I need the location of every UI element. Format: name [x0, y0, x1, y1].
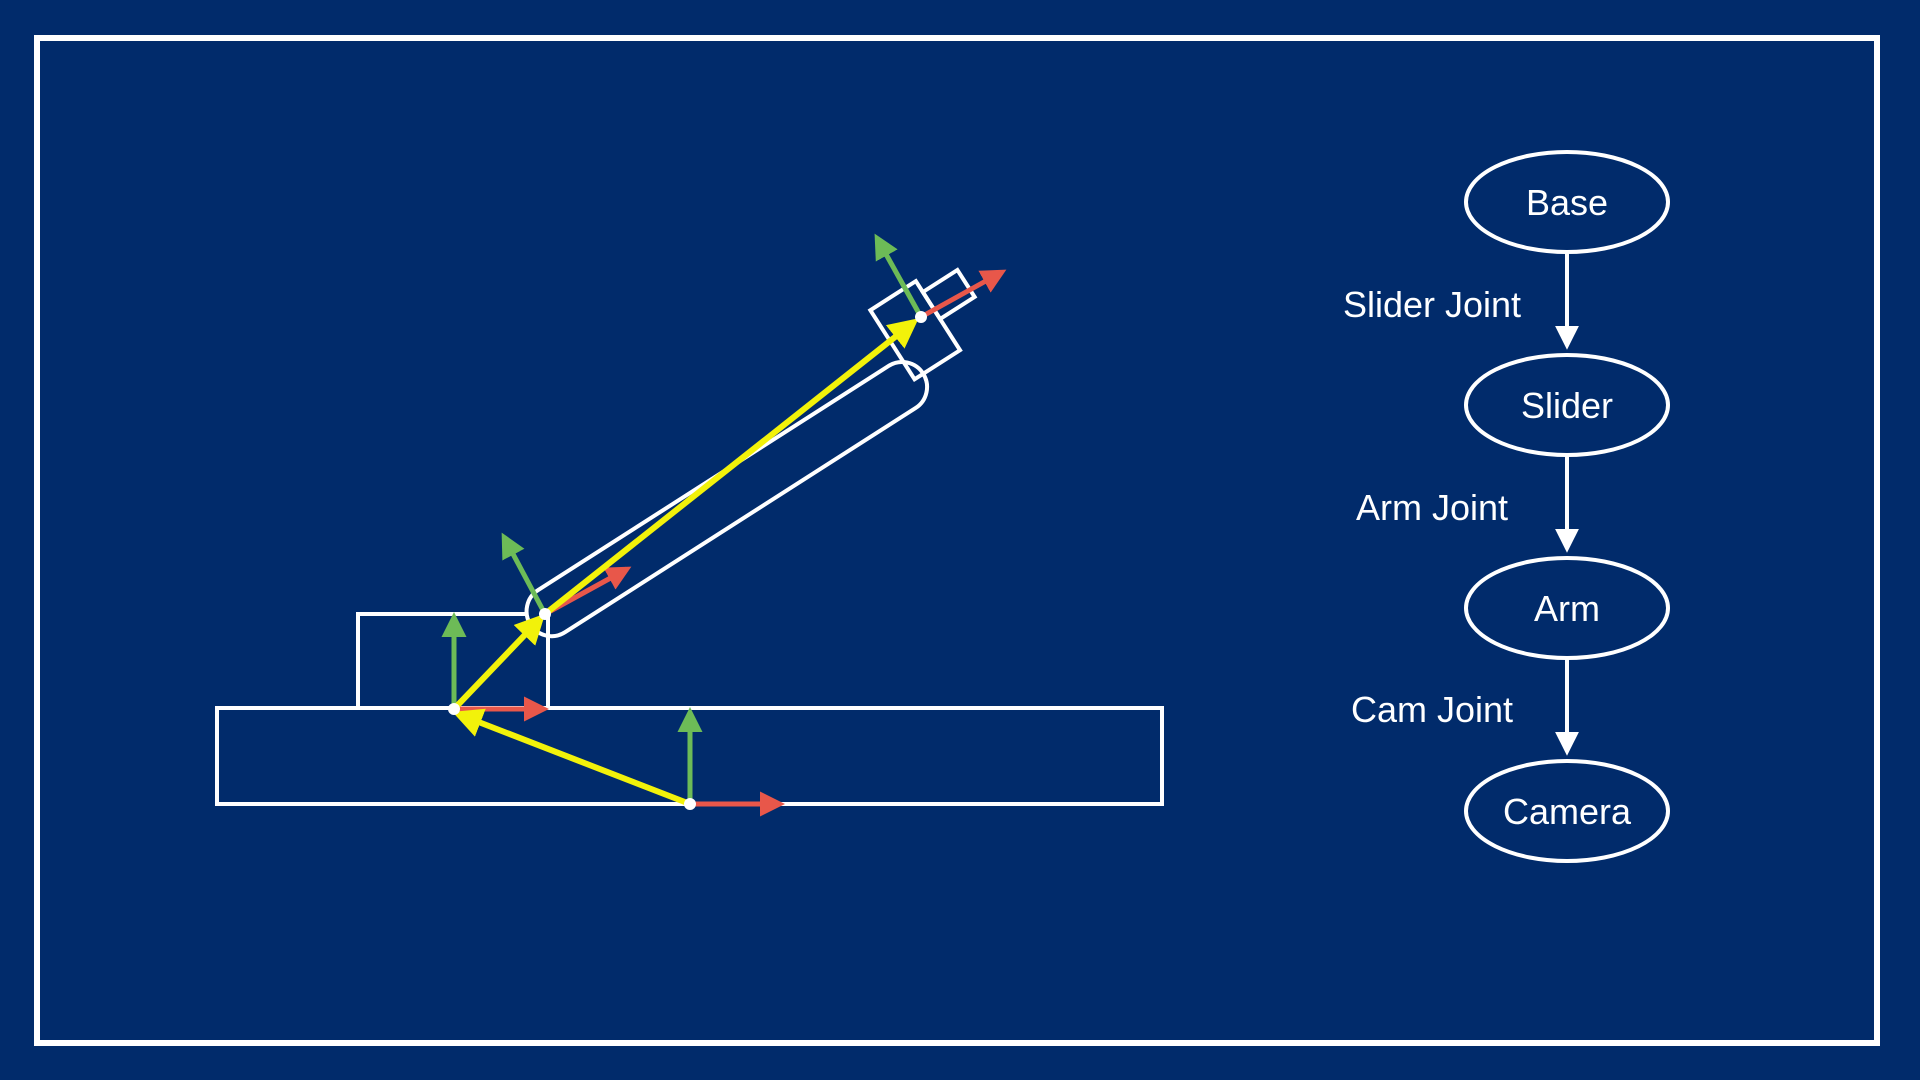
transform-slider-to-arm — [451, 613, 546, 712]
camera-frame-y-axis — [874, 233, 924, 319]
camera-frame-origin — [915, 311, 927, 323]
edge-label-cam-joint: Cam Joint — [1351, 689, 1513, 730]
transform-arm-to-camera — [543, 318, 919, 617]
edge-label-arm-joint: Arm Joint — [1356, 487, 1508, 528]
slider-body — [356, 612, 550, 708]
node-label-slider: Slider — [1521, 385, 1613, 426]
edge-label-slider-joint: Slider Joint — [1343, 284, 1521, 325]
camera-lens — [920, 267, 978, 322]
node-arm: Arm — [1464, 556, 1670, 660]
base-frame-origin — [684, 798, 696, 810]
arm-frame-y-axis — [501, 532, 548, 616]
node-label-arm: Arm — [1534, 588, 1600, 629]
node-camera: Camera — [1464, 759, 1670, 863]
node-base: Base — [1464, 150, 1670, 254]
transform-base-to-slider — [452, 708, 692, 807]
transform-tree: Slider Joint Arm Joint Cam Joint Base Sl… — [1343, 150, 1670, 863]
camera-frame-x-axis — [919, 269, 1007, 320]
arm-body — [524, 360, 930, 639]
arm-frame-origin — [539, 608, 551, 620]
frame-border — [34, 35, 1880, 1046]
node-label-camera: Camera — [1503, 791, 1632, 832]
node-slider: Slider — [1464, 353, 1670, 457]
mechanism-sketch — [215, 233, 1164, 817]
node-label-base: Base — [1526, 182, 1608, 223]
slider-frame-origin — [448, 703, 460, 715]
